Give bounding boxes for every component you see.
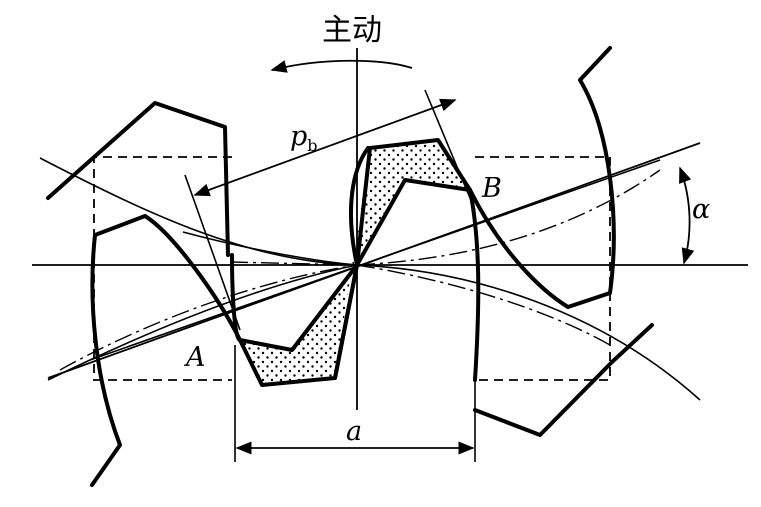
pitch-circle-arc-right-lower: [356, 264, 701, 401]
driving-label: 主动: [322, 13, 382, 48]
center-gear-tooth-left-flank: [230, 253, 242, 342]
right-gear-tooth-lower: [473, 323, 654, 437]
rotation-direction-arrow: [270, 59, 413, 73]
center-tooth-stem-right: [333, 263, 359, 380]
pitch-circle-arc-top: [182, 231, 358, 266]
right-dashed-box: [475, 156, 611, 381]
dashdot-arc-center-right: [356, 264, 611, 346]
point-a-label: A: [183, 342, 206, 373]
right-gear-tooth-upper: [468, 46, 616, 309]
left-gear-tooth-profile: [93, 178, 472, 352]
left-dashed-box: [93, 156, 232, 381]
pitch-circle-arc-left-upper: [39, 157, 358, 266]
dashdot-arc-right: [356, 169, 661, 266]
angle-alpha-label: α: [692, 194, 710, 225]
left-gear-outer-flank: [90, 233, 122, 487]
distance-a-label: a: [346, 416, 362, 447]
base-pitch-label: pb: [290, 121, 318, 155]
line-of-action-secondary: [89, 159, 661, 361]
dashdot-arc-center-left: [229, 261, 358, 266]
point-b-label: B: [481, 173, 502, 204]
pitch-circle-arc-left-lower: [47, 264, 358, 381]
alpha-angle-arc: [679, 166, 695, 265]
base-pitch-dimension-line: [193, 98, 457, 197]
base-pitch-tick-left: [184, 174, 241, 331]
center-gear-tooth-right-flank: [468, 188, 481, 382]
